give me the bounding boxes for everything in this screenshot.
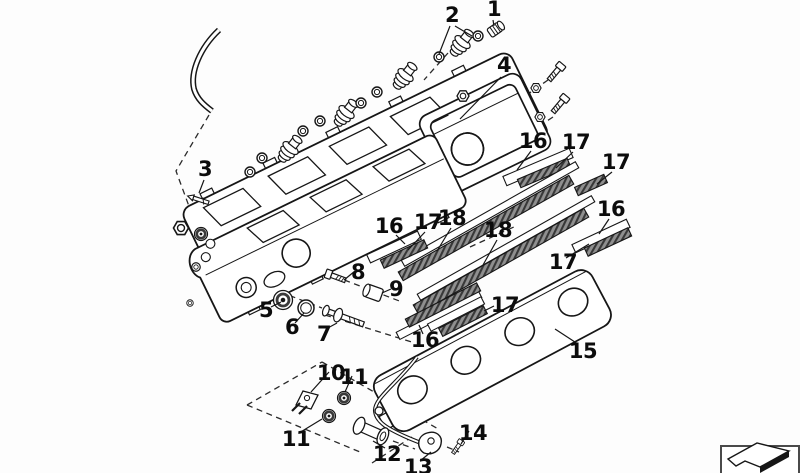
callout-leader-line bbox=[310, 371, 330, 393]
bobbin-part12 bbox=[352, 416, 390, 446]
part-callout-17-22: 17 bbox=[414, 210, 442, 234]
hex-nut bbox=[172, 220, 190, 236]
part-callout-16-19: 16 bbox=[597, 197, 625, 221]
part-callout-16-26: 16 bbox=[411, 328, 439, 352]
part-callout-17-18: 17 bbox=[602, 150, 630, 174]
part-callout-17-20: 17 bbox=[549, 250, 577, 274]
cap-part1 bbox=[486, 20, 506, 38]
callout-leader-line bbox=[555, 151, 574, 169]
part-callout-3-2: 3 bbox=[198, 157, 212, 181]
callout-leader-line bbox=[483, 305, 495, 312]
callout-leader-line bbox=[270, 301, 282, 308]
part-callout-12-12: 12 bbox=[373, 442, 401, 466]
callout-leader-line bbox=[492, 19, 495, 27]
part-callout-9-8: 9 bbox=[389, 277, 403, 301]
callout-leader-line bbox=[516, 150, 532, 171]
stud-bolt-part7 bbox=[321, 304, 366, 328]
callout-leader-line bbox=[482, 239, 498, 266]
callout-leader-line bbox=[460, 430, 470, 445]
part-callout-1-0: 1 bbox=[487, 0, 501, 21]
cover-plate-part15 bbox=[372, 269, 612, 433]
cap-nut-part5 bbox=[272, 289, 294, 311]
part-callout-2-1: 2 bbox=[445, 3, 459, 27]
callout-leader-line bbox=[598, 218, 610, 235]
part-callout-11-11: 11 bbox=[282, 427, 310, 451]
part-callout-17-17: 17 bbox=[562, 130, 590, 154]
part-callout-10-9: 10 bbox=[317, 361, 345, 385]
callout-leader-line bbox=[407, 231, 426, 251]
callout-leader-line bbox=[325, 322, 338, 330]
callout-leader-line bbox=[419, 451, 432, 462]
callout-leader-line bbox=[438, 25, 451, 55]
part-callout-11-10: 11 bbox=[340, 365, 368, 389]
part-callout-17-25: 17 bbox=[491, 293, 519, 317]
part-callout-4-3: 4 bbox=[497, 53, 511, 77]
oring-part6 bbox=[297, 299, 315, 317]
part-callout-7-6: 7 bbox=[317, 322, 331, 346]
part-callout-5-4: 5 bbox=[259, 298, 273, 322]
part-callout-16-16: 16 bbox=[519, 129, 547, 153]
bracket-part10 bbox=[291, 390, 319, 415]
vent-hose bbox=[190, 27, 222, 114]
bolt-part8 bbox=[323, 268, 348, 286]
page-forward-nav[interactable] bbox=[720, 442, 800, 473]
part-callout-8-7: 8 bbox=[351, 260, 365, 284]
part-callout-13-13: 13 bbox=[404, 455, 432, 473]
part-callout-15-15: 15 bbox=[569, 339, 597, 363]
part-callout-14-14: 14 bbox=[459, 421, 487, 445]
callout-leader-line bbox=[381, 288, 392, 294]
part-callout-16-21: 16 bbox=[375, 214, 403, 238]
callout-leader-line bbox=[418, 324, 424, 335]
callout-leader-line bbox=[459, 76, 502, 120]
front-cover bbox=[188, 134, 467, 323]
stud-part3 bbox=[186, 194, 210, 206]
callout-leader-line bbox=[344, 375, 353, 393]
grommet-part11a bbox=[336, 390, 352, 406]
part-callout-18-24: 18 bbox=[484, 218, 512, 242]
page-forward-arrow-icon bbox=[726, 442, 791, 473]
washer bbox=[193, 226, 209, 242]
callout-leader-line bbox=[395, 234, 406, 245]
callout-leader-line bbox=[436, 227, 452, 252]
callout-leader-line bbox=[294, 312, 305, 324]
callout-leader-line bbox=[198, 179, 205, 194]
callout-leader-line bbox=[565, 243, 590, 259]
clamp-part13 bbox=[418, 431, 443, 455]
bushing-part9 bbox=[362, 283, 384, 302]
callout-leader-line bbox=[596, 171, 613, 185]
callout-leader-line bbox=[298, 418, 323, 434]
callout-leader-line bbox=[372, 440, 386, 449]
grommet-part11b bbox=[321, 408, 337, 424]
callout-leader-line bbox=[454, 25, 473, 37]
callout-leader-line bbox=[343, 270, 356, 281]
part-callout-6-5: 6 bbox=[285, 315, 299, 339]
sealing-strips bbox=[365, 147, 633, 341]
callout-leader-line bbox=[554, 328, 579, 345]
gasket-frame-part4 bbox=[418, 72, 552, 193]
part-callout-18-23: 18 bbox=[438, 206, 466, 230]
